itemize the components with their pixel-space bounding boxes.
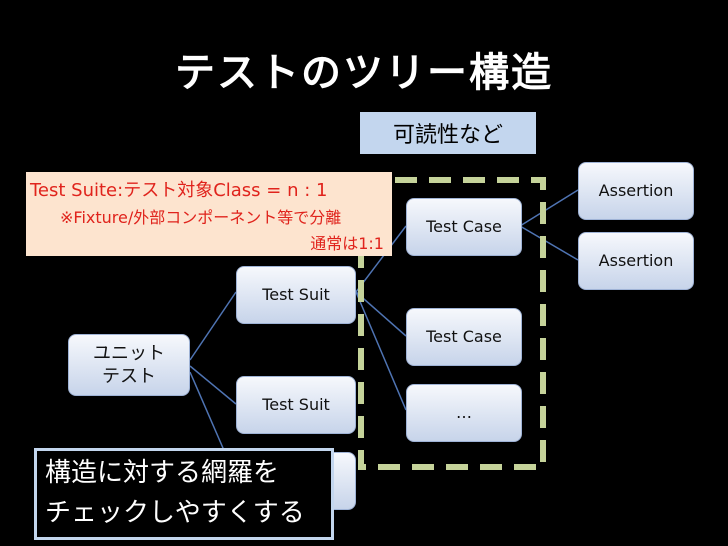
link-root-suit2 [189,365,237,405]
assertion-node: Assertion [578,162,694,220]
link-suit1-case1 [355,225,407,293]
case-node: Test Case [406,198,522,256]
dashed-grouping-frame [358,177,546,470]
case-node-ellipsis: … [406,384,522,442]
suite-note-line1: Test Suite:テスト対象Class = n : 1 [30,180,328,201]
link-case1-assert2 [519,225,579,261]
case-node: Test Case [406,308,522,366]
slide-title: テストのツリー構造 [175,49,553,96]
root-node-unit-test: ユニットテスト [68,334,190,396]
coverage-callout: 構造に対する網羅を チェックしやすくする [34,448,334,540]
link-suit1-case2 [355,291,407,337]
suit-node: Test Suit [236,266,356,324]
coverage-line2: チェックしやすくする [45,498,305,528]
link-root-suit1 [189,291,237,361]
link-case1-assert1 [519,189,579,227]
suite-note-callout: Test Suite:テスト対象Class = n : 1 ※Fixture/外… [26,172,392,256]
suite-note-line3: 通常は1:1 [310,234,384,253]
coverage-line1: 構造に対する網羅を [45,458,280,488]
suite-note-line2: ※Fixture/外部コンポーネント等で分離 [60,208,342,227]
link-suit1-case3 [355,291,407,411]
readability-label: 可読性など [360,112,536,154]
assertion-node: Assertion [578,232,694,290]
suit-node: Test Suit [236,376,356,434]
